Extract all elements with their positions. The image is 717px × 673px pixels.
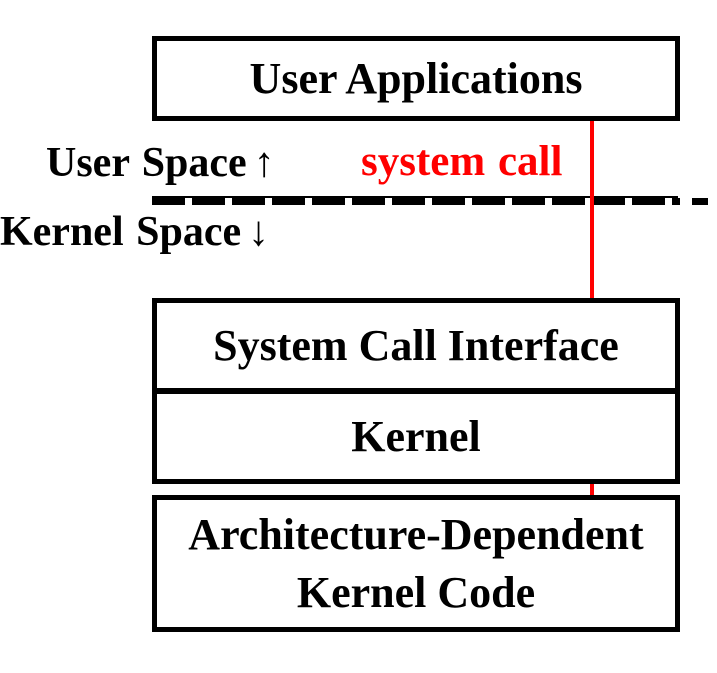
system-call-line-lower-segment [590,479,594,500]
kernel-box: Kernel [157,394,675,479]
architecture-dependent-box: Architecture-Dependent Kernel Code [152,495,680,632]
user-applications-box: User Applications [152,36,680,121]
kernel-stack-box: System Call Interface Kernel [152,298,680,484]
user-space-label: User Space↑ [46,140,275,186]
kernel-space-text: Kernel Space [0,209,242,255]
kernel-space-label: Kernel Space↓ [0,209,269,255]
system-call-text: system call [361,138,563,185]
architecture-dependent-label-line2: Kernel Code [296,567,536,617]
stack-divider-line [157,388,675,394]
system-call-interface-box: System Call Interface [157,303,675,388]
user-space-text: User Space [46,140,247,186]
system-call-label: system call [361,138,562,185]
kernel-label: Kernel [351,412,481,461]
user-applications-label: User Applications [249,54,583,103]
space-boundary-end-dash [692,198,708,205]
system-call-line-upper-segment [590,119,594,304]
architecture-dependent-label-line1: Architecture-Dependent [188,510,644,560]
down-arrow-icon: ↓ [248,209,270,255]
system-call-interface-label: System Call Interface [213,321,619,370]
space-boundary-rule-line [152,196,678,198]
space-boundary-dashed-line [152,198,680,205]
up-arrow-icon: ↑ [253,140,275,186]
